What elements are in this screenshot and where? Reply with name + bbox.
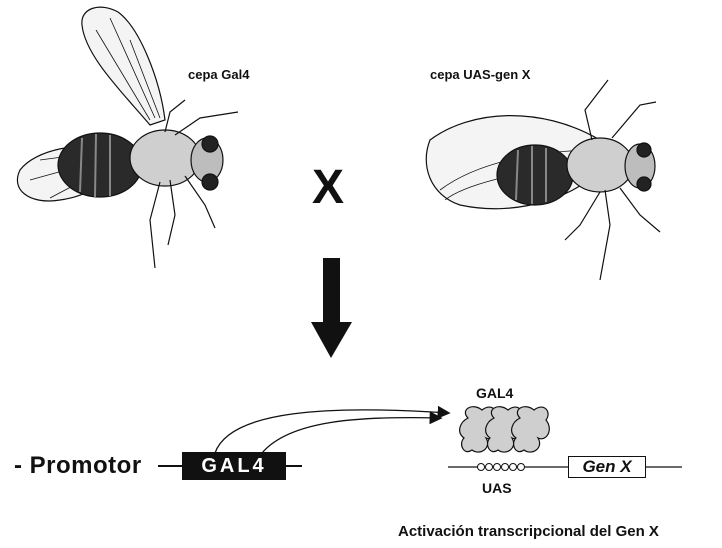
gen-x-box: Gen X	[568, 456, 646, 478]
fly-icon-uas-strain	[426, 80, 660, 280]
curved-arrow-icon	[215, 410, 448, 453]
uas-label: UAS	[482, 480, 512, 496]
fly-icon-gal4-strain	[17, 7, 238, 268]
gal4-protein-label: GAL4	[476, 385, 513, 401]
right-strain-label: cepa UAS-gen X	[430, 67, 530, 82]
caption: Activación transcripcional del Gen X	[398, 523, 659, 540]
gal4-gene-box: GAL4	[182, 452, 286, 480]
uas-sites-icon	[478, 464, 525, 471]
promotor-label: - Promotor	[14, 452, 142, 480]
cross-symbol: X	[312, 160, 344, 215]
curved-arrow-icon-2	[262, 418, 440, 453]
gal4-protein-icon	[460, 407, 550, 452]
left-strain-label: cepa Gal4	[188, 67, 249, 82]
down-arrow-icon	[311, 258, 352, 358]
